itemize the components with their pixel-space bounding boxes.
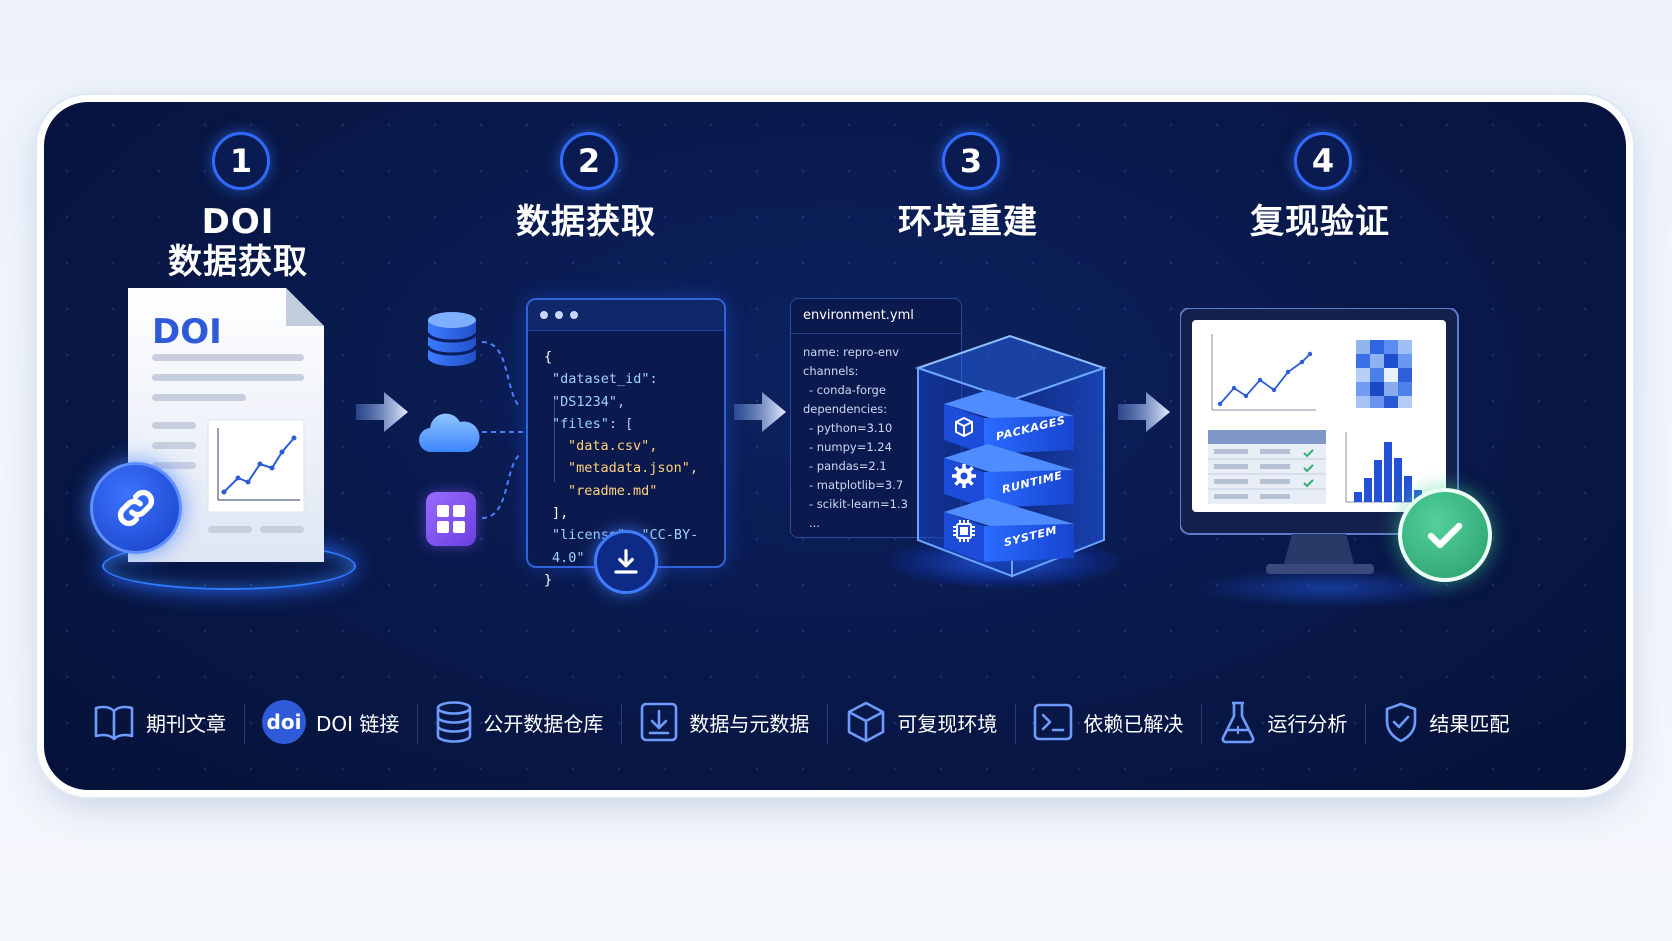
shield-check-icon xyxy=(1386,702,1417,743)
database-icon xyxy=(437,701,472,743)
step-3-title: 环境重建 xyxy=(898,202,1038,242)
flow-arrow-1 xyxy=(356,392,408,432)
json-line: "files": [ xyxy=(552,415,634,432)
legend-label: 期刊文章 xyxy=(146,711,226,736)
step-1-title-line1: DOI xyxy=(201,202,275,242)
json-line: } xyxy=(544,571,553,588)
flow-arrow-3 xyxy=(1118,392,1170,432)
env-line: dependencies: xyxy=(803,402,888,416)
results-monitor xyxy=(1180,308,1459,574)
legend-item-repository: 公开数据仓库 xyxy=(417,684,621,760)
legend-item-match: 结果匹配 xyxy=(1365,684,1509,760)
legend-bar: 期刊文章 doi DOI 链接 公开数据仓库 数据与元数据 可复现环境 xyxy=(92,684,1578,760)
legend-label: 可复现环境 xyxy=(897,711,998,736)
doi-document-label: DOI xyxy=(152,312,222,352)
env-line: - matplotlib=3.7 xyxy=(809,478,904,492)
result-heatmap xyxy=(1356,340,1412,408)
download-button[interactable] xyxy=(594,530,658,594)
legend-label: 结果匹配 xyxy=(1429,711,1510,736)
env-filename: environment.yml xyxy=(791,299,961,334)
doi-badge-icon: doi xyxy=(262,700,306,744)
window-dot xyxy=(540,311,548,319)
json-line: "dataset_id": "DS1234", xyxy=(552,371,658,410)
env-line: - pandas=2.1 xyxy=(809,459,887,473)
legend-item-environment: 可复现环境 xyxy=(827,684,1015,760)
flow-arrow-2 xyxy=(734,392,786,432)
legend-item-dependencies: 依赖已解决 xyxy=(1015,684,1201,760)
window-titlebar xyxy=(528,300,724,331)
json-line: "readme.md" xyxy=(568,482,658,499)
terminal-icon xyxy=(1034,703,1073,741)
legend-label: 数据与元数据 xyxy=(689,711,810,736)
env-line: - numpy=1.24 xyxy=(809,440,892,454)
legend-label: 依赖已解决 xyxy=(1083,711,1184,736)
verified-badge xyxy=(1398,488,1492,582)
cube-icon xyxy=(848,701,885,743)
env-yaml-code: name: repro-env channels: - conda-forge … xyxy=(803,343,908,533)
env-line: - conda-forge xyxy=(809,383,886,397)
legend-label: 公开数据仓库 xyxy=(483,711,604,736)
gear-icon xyxy=(952,464,976,488)
checkmark-icon xyxy=(1427,522,1463,549)
json-line: ], xyxy=(552,505,569,522)
source-connectors xyxy=(481,341,526,519)
step-1-title-line2: 数据获取 xyxy=(168,242,308,282)
open-book-icon xyxy=(94,705,134,741)
cpu-chip-icon xyxy=(953,520,975,542)
legend-item-analysis: 运行分析 xyxy=(1201,684,1365,760)
workflow-panel: 1 DOI 数据获取 2 数据获取 3 环境重建 4 复现验证 DOI xyxy=(44,102,1626,790)
json-line: "data.csv", xyxy=(568,438,658,455)
apps-source-icon xyxy=(426,492,476,546)
step-4-number: 4 xyxy=(1294,132,1352,190)
database-source-icon xyxy=(426,312,478,366)
link-badge xyxy=(90,462,182,554)
env-line: channels: xyxy=(803,364,859,378)
grid-icon xyxy=(437,505,465,533)
step-2-title: 数据获取 xyxy=(516,202,656,242)
env-line: - scikit-learn=1.3 xyxy=(809,497,908,511)
download-icon xyxy=(641,702,678,742)
json-metadata-window: { "dataset_id": "DS1234", "files": [ "da… xyxy=(526,298,726,588)
step-1-number: 1 xyxy=(212,132,270,190)
legend-item-journal: 期刊文章 xyxy=(92,684,244,760)
env-line: ... xyxy=(809,516,820,530)
flask-icon xyxy=(1221,701,1255,744)
json-line: "metadata.json", xyxy=(568,460,699,477)
cloud-source-icon xyxy=(418,413,480,453)
step-1-title: DOI 数据获取 xyxy=(156,202,320,282)
environment-cube xyxy=(914,334,1108,578)
legend-item-doi: doi DOI 链接 xyxy=(244,684,417,760)
step-2-number: 2 xyxy=(560,132,618,190)
env-line: - python=3.10 xyxy=(809,421,893,435)
legend-label: DOI 链接 xyxy=(316,711,400,736)
legend-label: 运行分析 xyxy=(1267,711,1348,736)
window-dot xyxy=(570,311,578,319)
legend-item-data-metadata: 数据与元数据 xyxy=(621,684,827,760)
json-line: { xyxy=(544,349,553,365)
result-line-chart xyxy=(1211,334,1316,411)
env-line: name: repro-env xyxy=(803,345,900,359)
chain-link-icon xyxy=(117,489,155,527)
package-box-icon xyxy=(955,417,973,437)
json-indent-guide xyxy=(554,400,555,482)
step-3-number: 3 xyxy=(942,132,1000,190)
result-table xyxy=(1208,430,1326,504)
cube-slab-runtime xyxy=(944,444,1074,508)
step-4-title: 复现验证 xyxy=(1250,202,1390,242)
download-icon xyxy=(614,549,638,574)
window-dot xyxy=(555,311,563,319)
